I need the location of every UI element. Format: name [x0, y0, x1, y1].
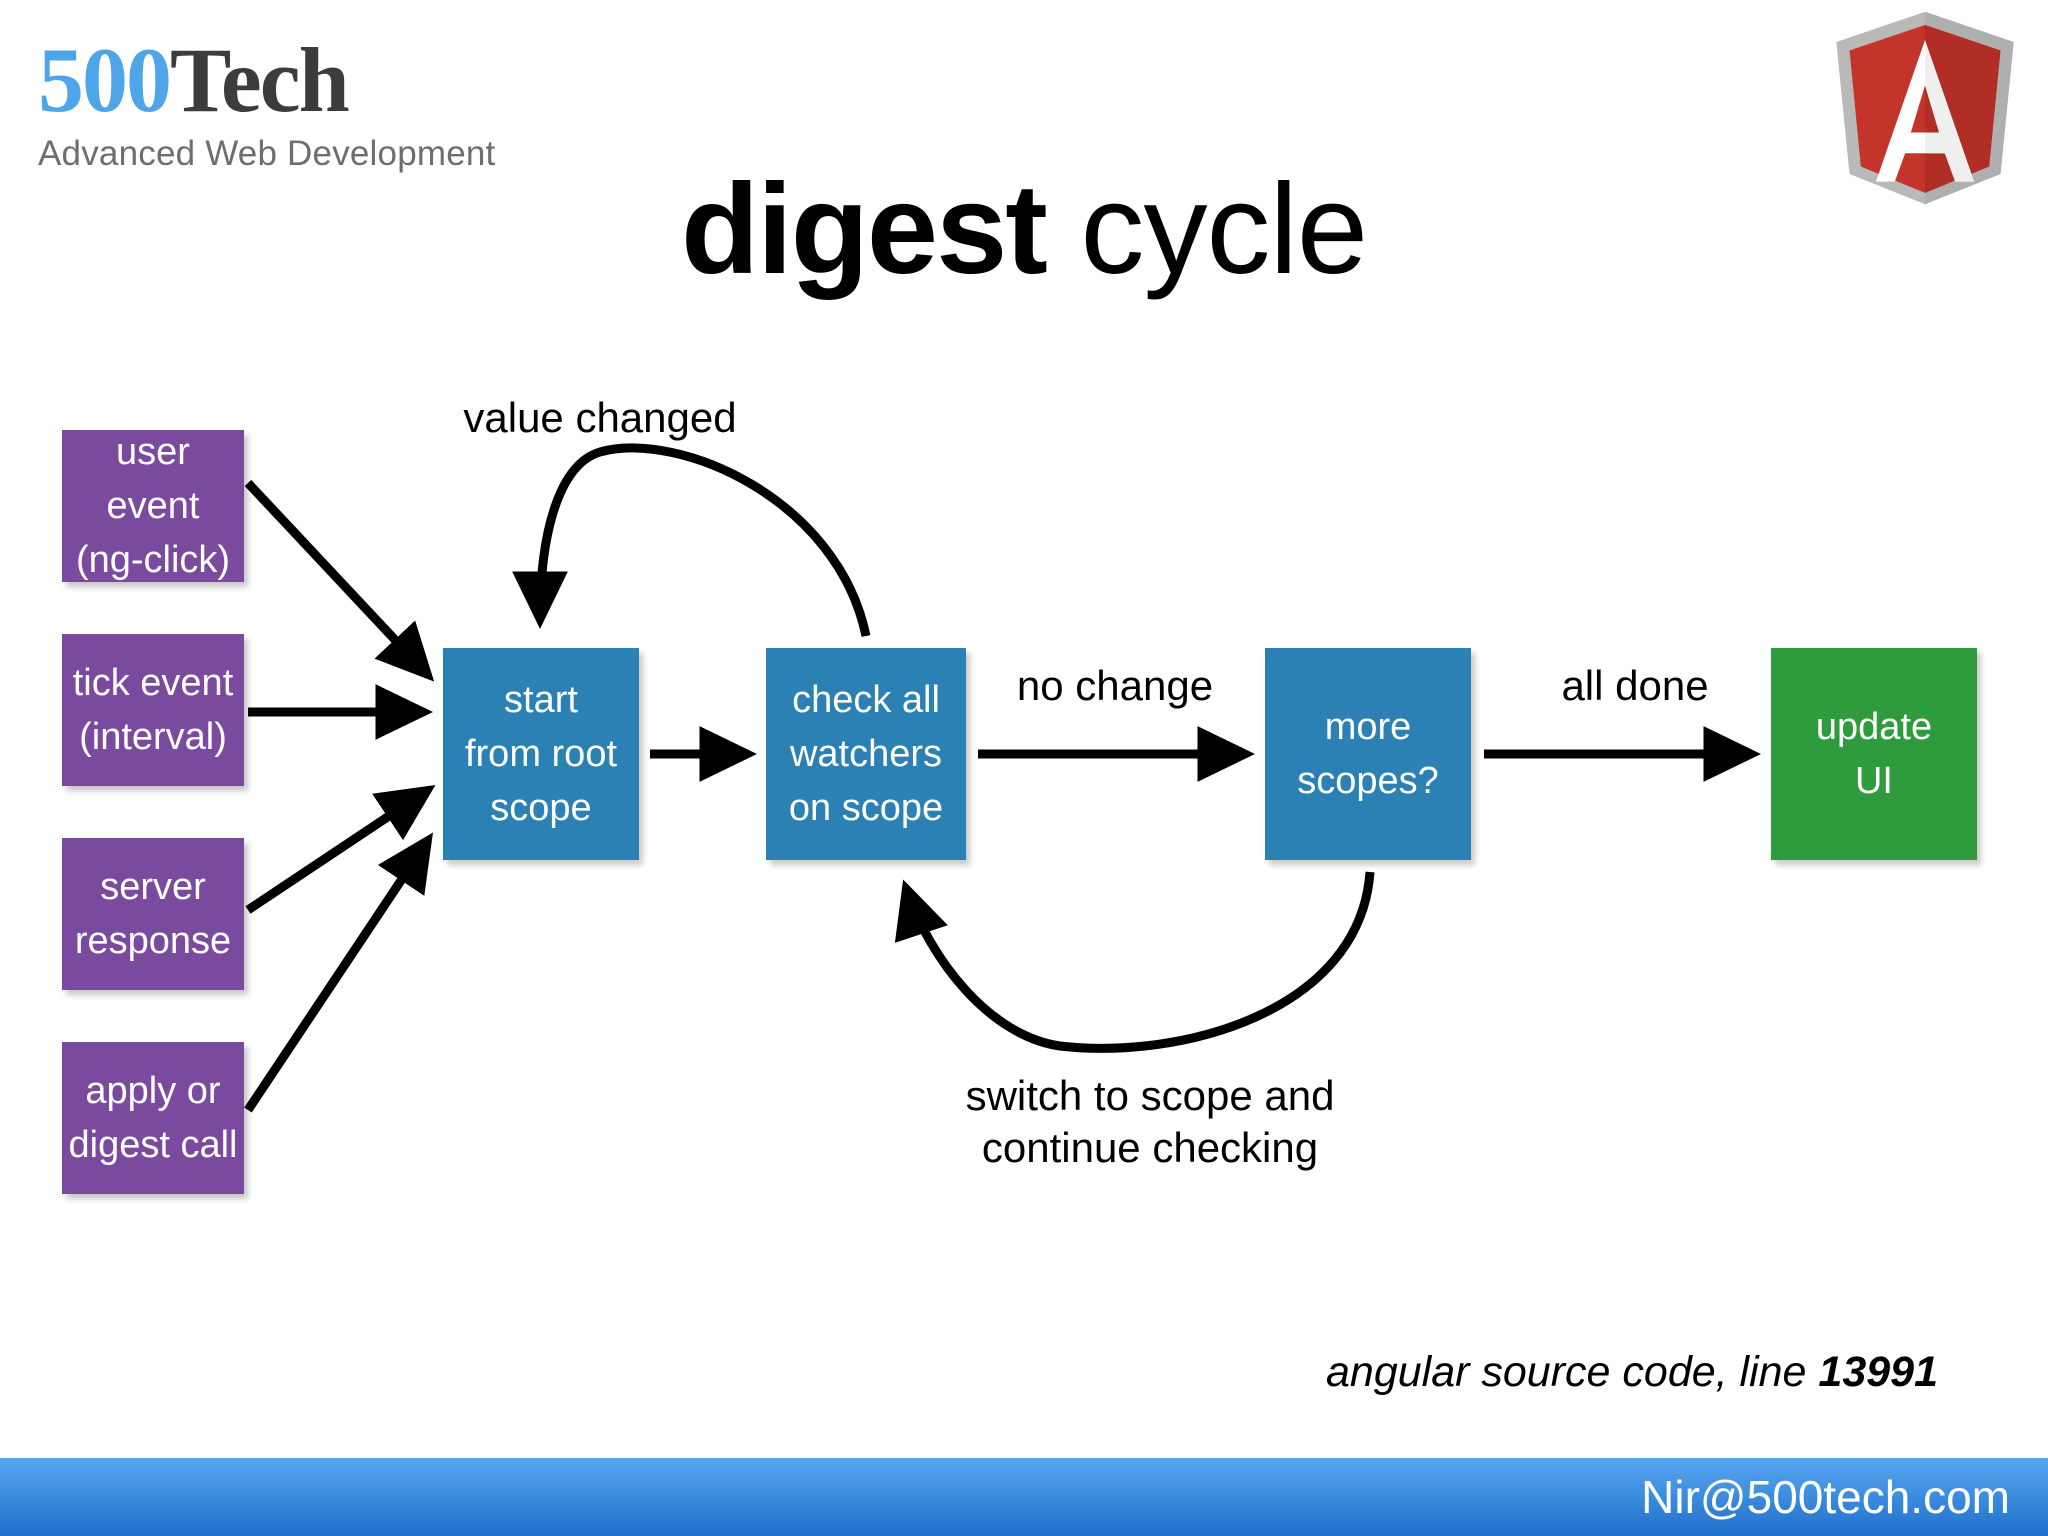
- bottom-bar: Nir@500tech.com: [0, 1458, 2048, 1536]
- node-update-ui-line2: UI: [1854, 760, 1893, 802]
- node-server-response-line2: response: [74, 920, 232, 962]
- node-user-event-line1: user event: [106, 431, 200, 527]
- source-code-note-text: angular source code, line: [1326, 1348, 1819, 1396]
- arrow-switch-scope-loop: [894, 871, 1375, 1053]
- node-start-root-line3: scope: [490, 787, 592, 829]
- title-strong: digest: [680, 158, 1048, 301]
- trigger-arrows: [244, 479, 436, 1113]
- title-light: cycle: [1045, 158, 1368, 301]
- node-user-event-line2: (ng-click): [75, 539, 231, 581]
- edge-label-all-done: all done: [1561, 662, 1709, 709]
- node-server-response-line1: server: [100, 866, 206, 908]
- arrow-value-changed-loop: [512, 443, 871, 637]
- edge-label-no-change: no change: [1016, 662, 1214, 709]
- node-tick-event[interactable]: tick event (interval): [62, 634, 244, 786]
- logo-number: 500: [38, 29, 172, 131]
- node-user-event[interactable]: user event (ng-click): [62, 430, 244, 582]
- node-tick-event-line1: tick event: [72, 662, 234, 704]
- node-more-scopes[interactable]: more scopes?: [1265, 648, 1471, 860]
- source-code-note: angular source code, line 13991: [1326, 1348, 1938, 1397]
- node-check-all-watchers-on-scope[interactable]: check all watchers on scope: [766, 648, 966, 860]
- node-check-watchers-line3: on scope: [788, 787, 944, 829]
- edge-label-switch-line1: switch to scope and: [965, 1072, 1335, 1119]
- node-check-watchers-line2: watchers: [789, 733, 943, 775]
- node-apply-or-digest-call[interactable]: apply or digest call: [62, 1042, 244, 1194]
- angularjs-shield-icon: [1830, 8, 2020, 208]
- node-start-from-root-scope[interactable]: start from root scope: [443, 648, 639, 860]
- edge-label-switch-line2: continue checking: [981, 1124, 1319, 1171]
- edge-label-switch-to-scope: switch to scope and continue checking: [880, 1070, 1420, 1174]
- node-check-watchers-line1: check all: [792, 679, 940, 721]
- node-apply-digest-line2: digest call: [68, 1124, 238, 1166]
- edge-label-value-changed: value changed: [463, 394, 737, 441]
- logo-wordmark: 500Tech: [38, 32, 558, 128]
- node-update-ui-line1: update: [1815, 706, 1933, 748]
- logo-tagline: Advanced Web Development: [38, 134, 496, 173]
- node-more-scopes-line2: scopes?: [1297, 760, 1439, 802]
- node-update-ui[interactable]: update UI: [1771, 648, 1977, 860]
- node-start-root-line1: start: [504, 679, 578, 721]
- node-apply-digest-line1: apply or: [85, 1070, 221, 1112]
- node-server-response[interactable]: server response: [62, 838, 244, 990]
- logo-word: Tech: [170, 29, 350, 131]
- node-start-root-line2: from root: [464, 733, 618, 775]
- node-more-scopes-line1: more: [1324, 706, 1412, 748]
- source-code-line-number: 13991: [1818, 1348, 1938, 1396]
- node-tick-event-line2: (interval): [79, 716, 227, 758]
- brand-logo: 500Tech Advanced Web Development: [38, 32, 558, 173]
- page-title: digest cycle: [0, 160, 2048, 300]
- contact-email[interactable]: Nir@500tech.com: [1641, 1471, 2010, 1523]
